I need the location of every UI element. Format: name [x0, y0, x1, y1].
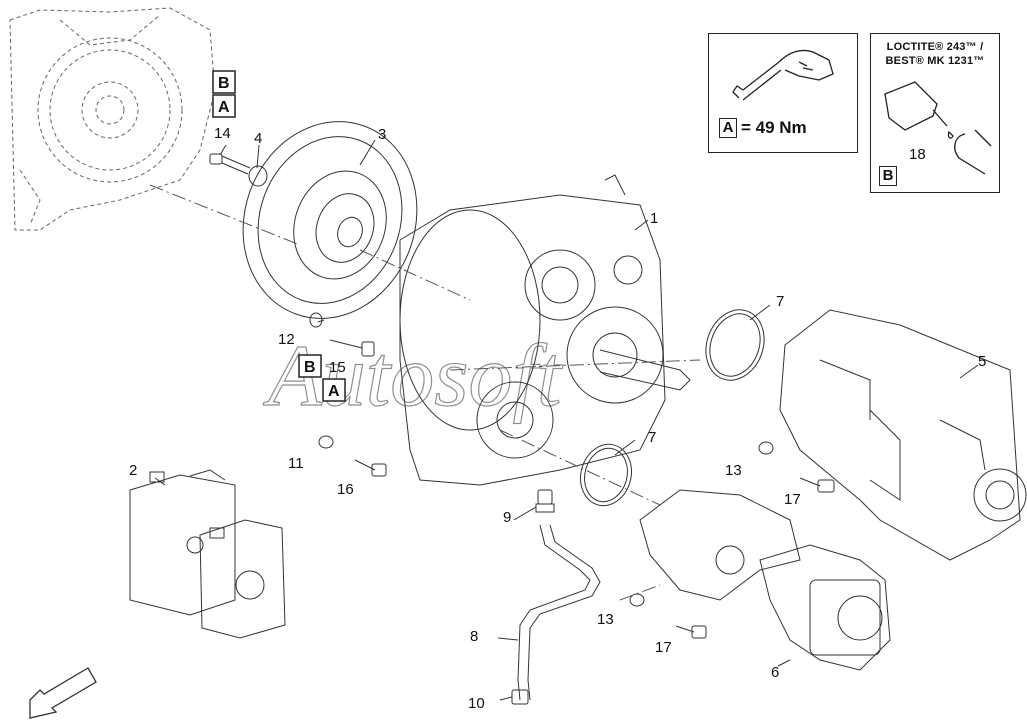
alignment-lines [149, 184, 701, 601]
callout-17-upper: 17 [784, 491, 801, 508]
torque-spec: A = 49 Nm [719, 118, 807, 138]
washer-12 [309, 312, 323, 328]
callout-10: 10 [468, 695, 485, 712]
callout-2: 2 [129, 462, 137, 479]
torque-letter: A [719, 118, 737, 138]
hydraulic-motor-6 [639, 489, 891, 671]
callout-1: 1 [650, 210, 658, 227]
callout-16: 16 [337, 481, 354, 498]
callout-13-upper: 13 [725, 462, 742, 479]
loctite-callout: 18 [909, 146, 926, 163]
loctite-title: LOCTITE® 243™ / BEST® MK 1231™ [871, 40, 999, 68]
gearbox-housing [399, 174, 691, 486]
washer-13-upper [758, 441, 774, 455]
callout-labels: 1 2 3 4 5 6 7 7 8 9 10 11 12 13 13 14 15… [129, 125, 986, 712]
wrench-hand-icon [732, 49, 834, 101]
oil-container-small [186, 519, 286, 639]
bolt-14 [209, 153, 251, 175]
callout-11: 11 [288, 455, 304, 472]
callout-8: 8 [470, 628, 478, 645]
hydraulic-pump-5 [779, 309, 1027, 561]
box-a-top: A [218, 99, 230, 116]
callout-7-lower: 7 [648, 429, 656, 446]
box-a-mid: A [328, 383, 340, 400]
washer-11 [318, 435, 334, 449]
engine-block-outline [9, 7, 216, 231]
box-b-mid: B [304, 359, 316, 376]
torque-value: = 49 Nm [741, 118, 807, 137]
bolt-16 [354, 459, 387, 477]
bolt-15 [329, 339, 375, 357]
callout-7-upper: 7 [776, 293, 784, 310]
fitting-9 [535, 489, 555, 513]
callout-6: 6 [771, 664, 779, 681]
loctite-letter: B [879, 166, 897, 186]
loctite-line-2: BEST® MK 1231™ [885, 55, 985, 67]
flex-coupling-plate [242, 121, 418, 319]
o-ring-7-lower [580, 443, 632, 507]
callout-13-lower: 13 [597, 611, 614, 628]
washer-4 [248, 165, 268, 187]
callout-14: 14 [214, 125, 231, 142]
o-ring-7-upper [705, 309, 765, 381]
callout-3: 3 [378, 126, 386, 143]
pipe-8 [517, 524, 601, 701]
callout-9: 9 [503, 509, 511, 526]
box-b-top: B [218, 75, 230, 92]
bolt-17-upper [799, 477, 835, 493]
torque-legend: A = 49 Nm [708, 33, 858, 153]
bolt-17-lower [675, 625, 707, 639]
callout-12: 12 [278, 331, 295, 348]
loctite-bottle-icon [884, 81, 992, 175]
callout-4: 4 [254, 130, 262, 147]
callout-5: 5 [978, 353, 986, 370]
callout-17-lower: 17 [655, 639, 672, 656]
boxed-letters: B A B A [212, 70, 346, 402]
loctite-line-1: LOCTITE® 243™ / [886, 41, 984, 53]
callout-15: 15 [329, 359, 346, 376]
oil-container-large [129, 469, 236, 616]
leader-lines [154, 139, 979, 701]
direction-arrow-icon [29, 667, 97, 719]
loctite-legend: LOCTITE® 243™ / BEST® MK 1231™ 18 B [870, 33, 1000, 193]
